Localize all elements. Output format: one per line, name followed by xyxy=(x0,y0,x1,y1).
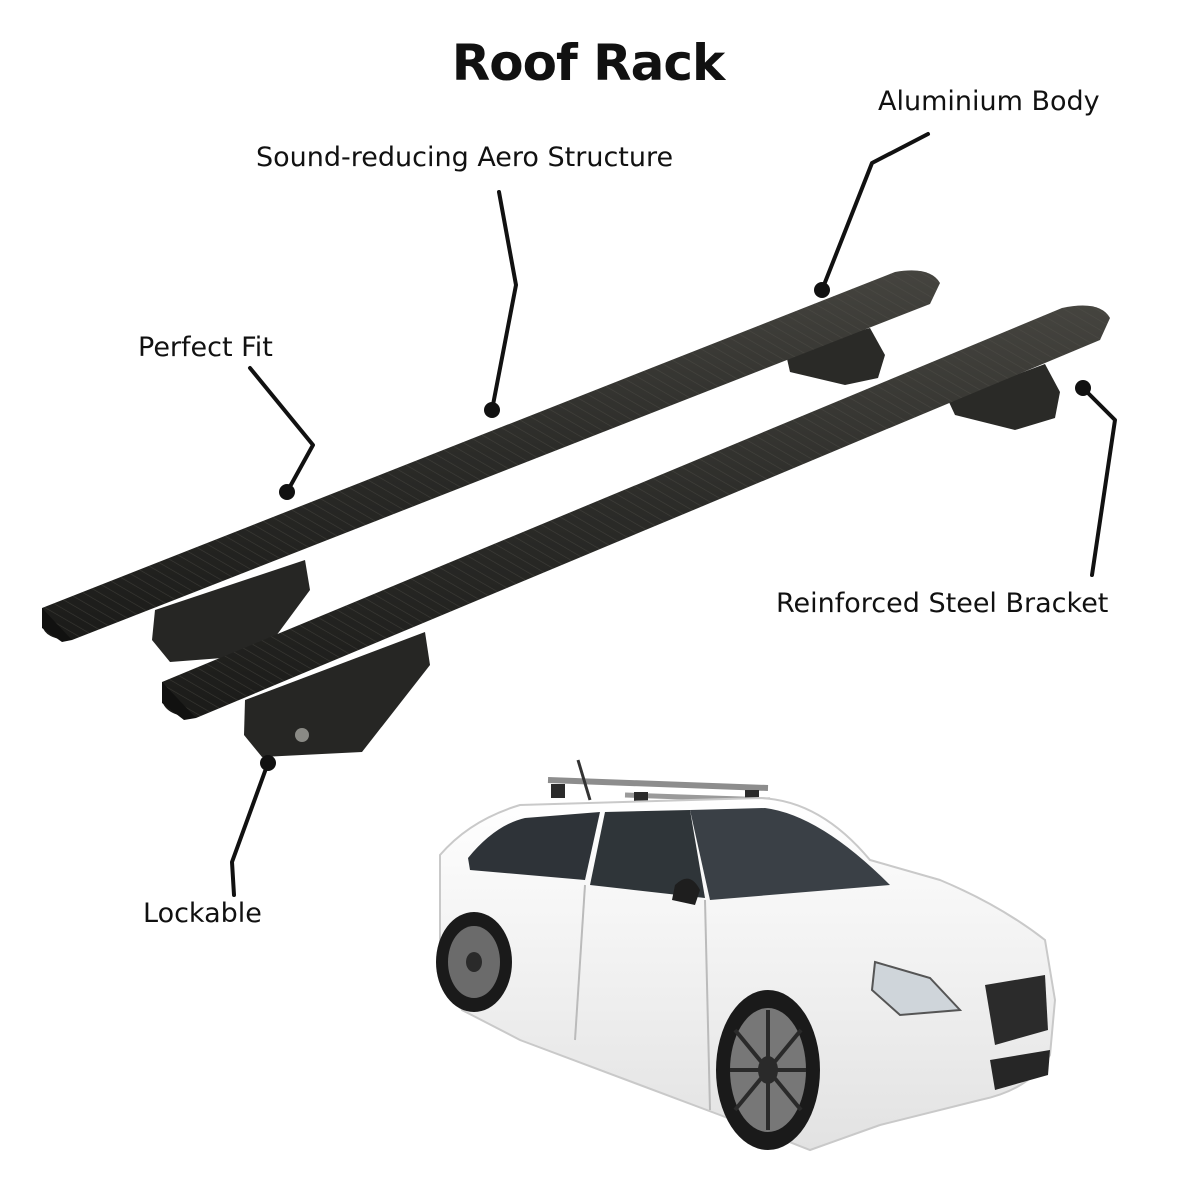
front-bar-foot-left xyxy=(244,632,430,757)
car-side-window xyxy=(590,810,705,898)
rear-crossbar xyxy=(42,270,940,662)
leader-lines xyxy=(230,132,1117,897)
car-illustration xyxy=(436,759,1057,1152)
car-rear-window xyxy=(468,812,600,880)
rear-bar-foot-left xyxy=(152,560,310,662)
dot-lockable xyxy=(260,755,276,771)
leader-dots xyxy=(260,282,1091,771)
label-aero-structure: Sound-reducing Aero Structure xyxy=(256,142,674,173)
car-rack-foot xyxy=(551,784,565,798)
car-door-seam xyxy=(704,899,711,1111)
car-windshield xyxy=(690,808,890,900)
car-headlight xyxy=(870,960,963,1017)
car-rack-front-bar xyxy=(547,777,769,791)
leader-reinforced-bracket xyxy=(1083,388,1117,577)
dot-aluminium-body xyxy=(814,282,830,298)
lock-cylinder xyxy=(295,728,309,742)
front-bar-foot-right xyxy=(948,364,1060,430)
rear-bar-foot-right xyxy=(785,328,885,385)
car-rear-wheel xyxy=(436,912,512,1012)
label-aluminium-body: Aluminium Body xyxy=(878,86,1100,117)
car-body xyxy=(439,796,1057,1152)
leader-aero-structure xyxy=(490,190,518,412)
rear-bar-ribs xyxy=(42,270,940,640)
car-antenna xyxy=(576,759,592,801)
label-lockable: Lockable xyxy=(143,898,262,929)
front-crossbar xyxy=(162,305,1110,757)
front-bar-ribs xyxy=(162,305,1110,718)
car-door-seam xyxy=(574,884,586,1041)
dot-aero-structure xyxy=(484,402,500,418)
dot-reinforced-bracket xyxy=(1075,380,1091,396)
page-title: Roof Rack xyxy=(451,34,726,92)
car-grille xyxy=(985,975,1048,1045)
label-perfect-fit: Perfect Fit xyxy=(138,332,273,363)
car-side-mirror xyxy=(672,878,700,905)
front-bar-endcap-left xyxy=(162,682,196,720)
car-front-wheel xyxy=(716,990,820,1150)
label-reinforced-bracket: Reinforced Steel Bracket xyxy=(776,588,1109,619)
leader-lockable xyxy=(230,761,270,897)
car-lower-grille xyxy=(990,1050,1050,1090)
dot-perfect-fit xyxy=(279,484,295,500)
leader-aluminium-body xyxy=(820,132,930,292)
rear-bar-endcap-left xyxy=(42,608,72,642)
leader-perfect-fit xyxy=(248,366,315,494)
